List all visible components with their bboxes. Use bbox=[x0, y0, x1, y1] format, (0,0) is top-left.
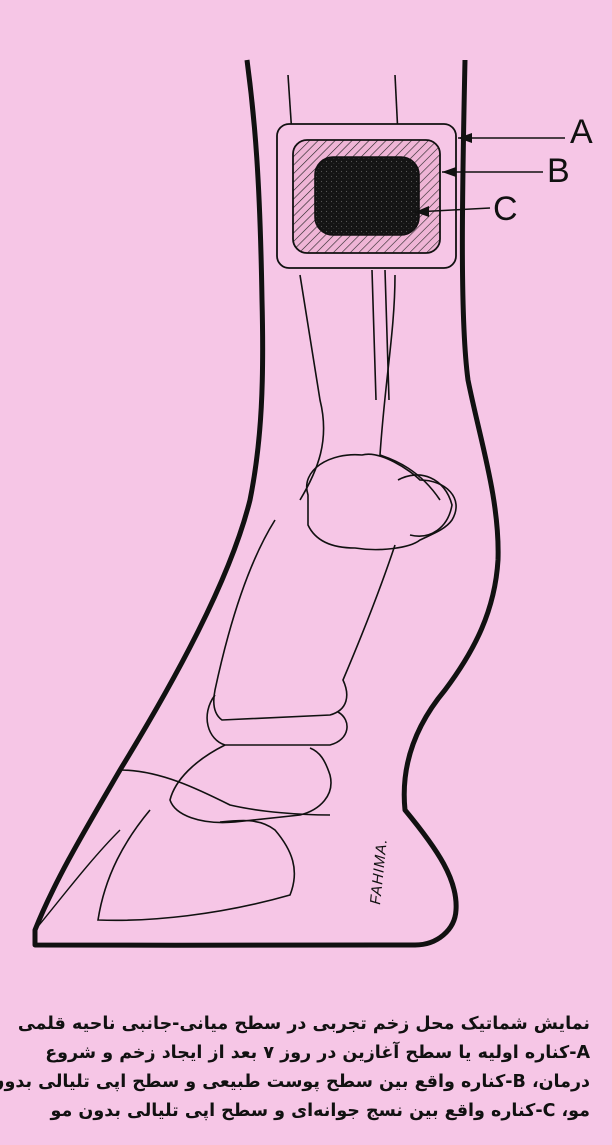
coronary-band bbox=[120, 770, 330, 815]
coffin-bone bbox=[98, 810, 294, 920]
caption-line: A-کناره اولیه یا سطح آغازین در روز ۷ بعد… bbox=[22, 1039, 590, 1068]
fetlock-bone bbox=[307, 454, 456, 549]
margin-c-zone bbox=[315, 157, 419, 235]
caption-line: درمان، B-کناره واقع بین سطح پوست طبیعی و… bbox=[22, 1068, 590, 1097]
caption-line: مو، C-کناره واقع بین نسج جوانه‌ای و سطح … bbox=[22, 1097, 590, 1126]
coronet-bone bbox=[170, 745, 331, 823]
tendon-line bbox=[300, 275, 324, 500]
label-a: A bbox=[570, 113, 593, 151]
artist-signature: FAHIMA. bbox=[367, 837, 391, 905]
figure-caption: نمایش شماتیک محل زخم تجربی در سطح میانی-… bbox=[22, 1010, 590, 1135]
label-b: B bbox=[547, 152, 570, 190]
caption-line: نمایش شماتیک محل زخم تجربی در سطح میانی-… bbox=[22, 1010, 590, 1039]
label-c: C bbox=[493, 190, 518, 228]
